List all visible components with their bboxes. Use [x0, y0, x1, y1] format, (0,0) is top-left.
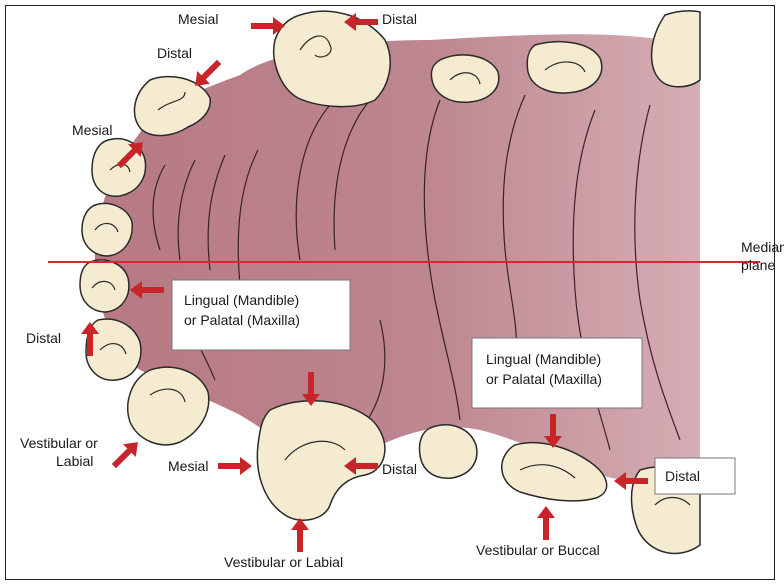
- label-distal-upper-left: Distal: [157, 45, 192, 61]
- arrow-mesial-canine: [218, 457, 252, 475]
- tooth-lower-incisor-3: [128, 367, 209, 445]
- tooth-upper-premolar-2: [527, 42, 601, 93]
- label-distal-right: Distal: [665, 468, 700, 484]
- label-distal-canine: Distal: [382, 461, 417, 477]
- tooth-lower-premolar-1: [419, 425, 476, 478]
- tooth-upper-incisor-1: [82, 204, 132, 256]
- label-vestibular-buccal: Vestibular or Buccal: [476, 542, 600, 558]
- label-distal-top: Distal: [382, 11, 417, 27]
- tooth-lower-canine: [257, 401, 385, 521]
- label-median-line1: Median: [741, 239, 784, 255]
- label-vestibular-labial-left: Vestibular or Labial: [20, 435, 102, 469]
- label-mesial-canine: Mesial: [168, 458, 208, 474]
- label-lingual-palatal-1-line1: Lingual (Mandible): [184, 292, 299, 308]
- arrow-vestibular-labial-left: [107, 436, 144, 473]
- tooth-upper-canine: [274, 11, 390, 106]
- label-median-line2: plane: [741, 257, 775, 273]
- tooth-upper-molar: [652, 11, 700, 87]
- label-lingual-palatal-1-line2: or Palatal (Maxilla): [184, 312, 300, 328]
- label-median-plane: Median plane: [741, 239, 784, 273]
- tooth-incisor-below-1: [80, 260, 129, 312]
- label-lingual-palatal-2-line1: Lingual (Mandible): [486, 351, 601, 367]
- label-lingual-palatal-2-line2: or Palatal (Maxilla): [486, 371, 602, 387]
- label-vestibular-labial-left-line2: Labial: [56, 453, 93, 469]
- arrow-vestibular-labial-bottom: [291, 518, 309, 552]
- label-mesial-top: Mesial: [178, 11, 218, 27]
- arrow-vestibular-buccal: [537, 506, 555, 540]
- label-mesial-left: Mesial: [72, 122, 112, 138]
- label-vestibular-labial-bottom: Vestibular or Labial: [224, 554, 343, 570]
- label-vestibular-labial-left-line1: Vestibular or: [20, 435, 98, 451]
- tooth-upper-premolar-1: [431, 55, 498, 102]
- label-distal-lower-left: Distal: [26, 330, 61, 346]
